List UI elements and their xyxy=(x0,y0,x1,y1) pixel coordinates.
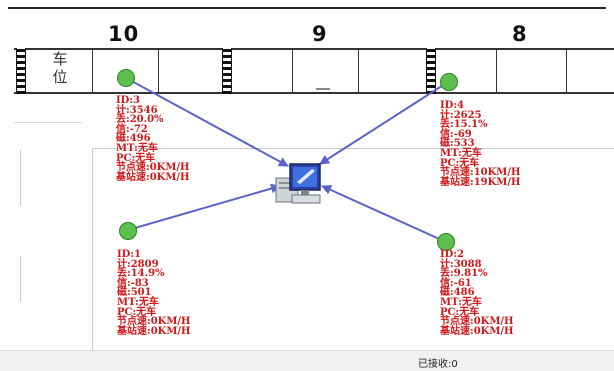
node-id: ID:3 xyxy=(116,95,140,106)
link-arrows xyxy=(125,77,449,243)
node-stat: 计:3088 xyxy=(440,258,482,270)
monitor-panel xyxy=(92,148,614,352)
parking-label: 车 位 xyxy=(28,50,92,92)
node-info-3: ID:3 计:3546 丢:20.0% 信:-72 磁:496 MT:无车 PC… xyxy=(116,96,190,182)
node-stat: 节点速:0KM/H xyxy=(117,316,191,328)
status-bar: 已接收:0 xyxy=(0,350,614,371)
node-info-2: ID:2 计:3088 丢:9.81% 信:-61 磁:486 MT:无车 PC… xyxy=(440,250,514,336)
left-divider xyxy=(14,122,82,123)
node-stat: 基站速:0KM/H xyxy=(116,171,190,183)
node-id: ID:4 xyxy=(440,100,464,111)
node-stat: 磁:533 xyxy=(440,138,475,150)
sensor-node-3[interactable] xyxy=(117,69,135,87)
node-stat: MT:无车 xyxy=(440,147,482,159)
cell-divider xyxy=(158,48,159,94)
node-stat: MT:无车 xyxy=(116,142,158,154)
node-stat: 节点速:0KM/H xyxy=(116,162,190,174)
node-stat: 磁:486 xyxy=(440,287,475,299)
node-stat: 节点速:0KM/H xyxy=(440,316,514,328)
node-stat: 基站速:19KM/H xyxy=(440,176,521,188)
cell-divider xyxy=(566,48,567,94)
sensor-node-1[interactable] xyxy=(119,222,137,240)
cell-divider xyxy=(292,48,293,94)
parking-label-char: 位 xyxy=(52,68,68,86)
node-stat: 磁:501 xyxy=(117,287,152,299)
cell-divider xyxy=(92,48,93,94)
sensor-node-4[interactable] xyxy=(440,73,458,91)
node-info-1: ID:1 计:2809 丢:14.9% 信:-83 磁:501 MT:无车 PC… xyxy=(117,250,191,336)
node-stat: 丢:15.1% xyxy=(440,119,488,131)
node-stat: 信:-61 xyxy=(440,277,472,289)
node-stat: 信:-69 xyxy=(440,128,472,140)
slot-number-8: 8 xyxy=(512,22,528,46)
node-id: ID:1 xyxy=(117,249,141,260)
node-stat: 节点速:10KM/H xyxy=(440,167,521,179)
parking-strip xyxy=(14,48,614,94)
cell-divider xyxy=(358,48,359,94)
node-stat: 计:2809 xyxy=(117,258,159,270)
left-rule xyxy=(20,150,21,206)
cell-divider xyxy=(496,48,497,94)
node-stat: PC:无车 xyxy=(116,152,156,164)
node-stat: 基站速:0KM/H xyxy=(117,325,191,337)
slot-number-9: 9 xyxy=(312,22,328,46)
node-stat: 计:2625 xyxy=(440,109,482,121)
node-stat: 丢:9.81% xyxy=(440,268,488,280)
slot-divider-hatch xyxy=(16,48,26,94)
left-rule xyxy=(20,256,21,302)
arrow-node2 xyxy=(321,185,447,243)
node-stat: 信:-72 xyxy=(116,123,148,135)
sensor-node-2[interactable] xyxy=(437,233,455,251)
node-stat: 磁:496 xyxy=(116,133,151,145)
node-stat: PC:无车 xyxy=(440,306,480,318)
arrow-node1 xyxy=(127,183,281,231)
parking-label-char: 车 xyxy=(52,50,68,68)
node-stat: 基站速:0KM/H xyxy=(440,325,514,337)
node-stat: PC:无车 xyxy=(117,306,157,318)
node-stat: PC:无车 xyxy=(440,157,480,169)
slot-divider-hatch xyxy=(426,48,436,94)
top-rule xyxy=(8,7,606,9)
node-stat: 计:3546 xyxy=(116,104,158,116)
node-stat: MT:无车 xyxy=(117,296,159,308)
node-info-4: ID:4 计:2625 丢:15.1% 信:-69 磁:533 MT:无车 PC… xyxy=(440,101,520,187)
node-stat: 丢:20.0% xyxy=(116,114,164,126)
arrow-node4 xyxy=(319,81,449,165)
received-count: 已接收:0 xyxy=(418,359,458,370)
arrow-node3 xyxy=(125,77,289,167)
slot-number-10: 10 xyxy=(108,22,140,46)
slot-divider-hatch xyxy=(222,48,232,94)
slot-marker xyxy=(316,88,330,90)
node-id: ID:2 xyxy=(440,249,464,260)
node-stat: 信:-83 xyxy=(117,277,149,289)
node-stat: MT:无车 xyxy=(440,296,482,308)
node-stat: 丢:14.9% xyxy=(117,268,165,280)
computer-icon[interactable] xyxy=(274,162,326,206)
